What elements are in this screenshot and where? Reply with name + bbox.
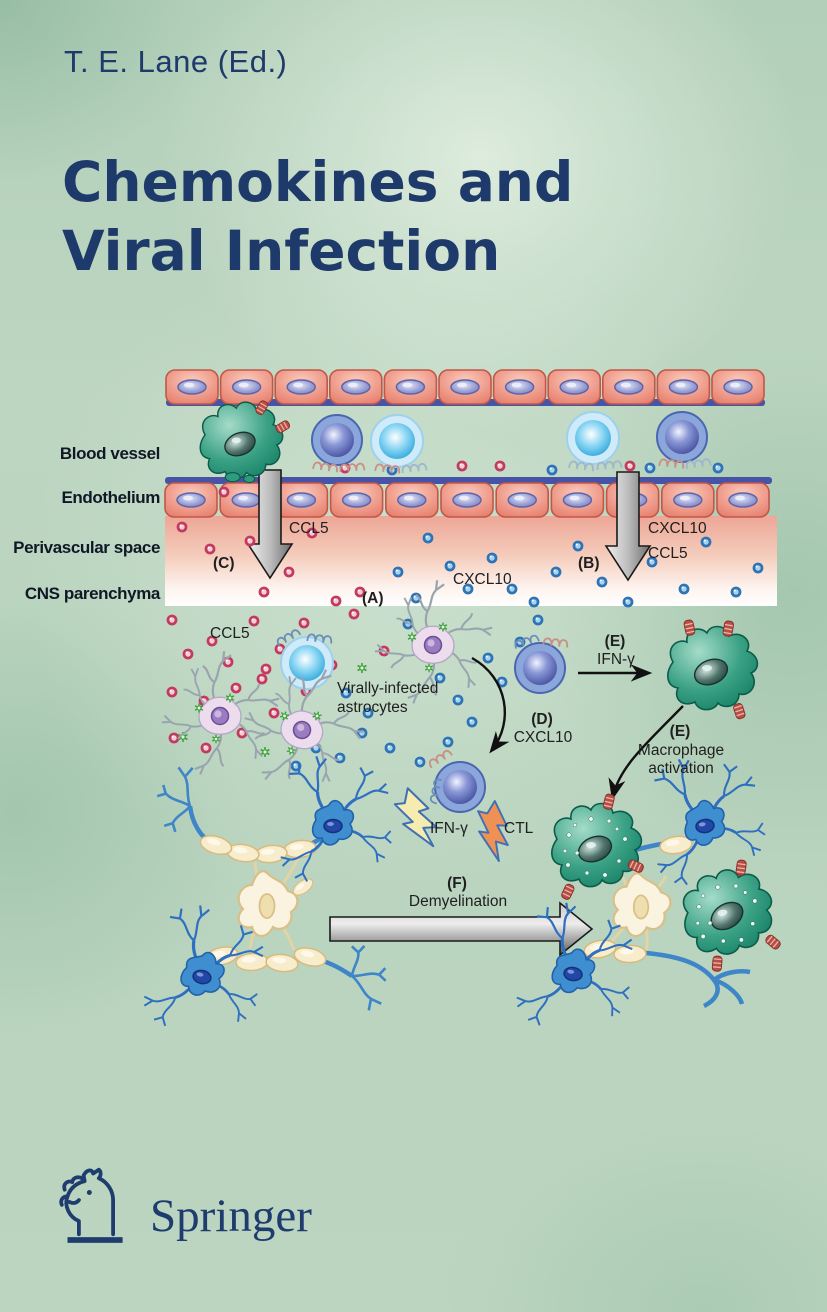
- demyelinated-scene: [508, 740, 783, 1039]
- label-ifn-gamma-bolt: IFN-γ: [430, 820, 468, 837]
- label-cxcl10-parenchyma: CXCL10: [453, 571, 512, 588]
- label-ccl5-arrow-b: CCL5: [648, 545, 688, 562]
- publisher-name: Springer: [150, 1190, 312, 1242]
- t-cell-dark-lumen: [311, 414, 363, 466]
- t-cell-light-lumen: [566, 411, 620, 465]
- title-line2: Viral Infection: [62, 218, 501, 283]
- label-demyelination: Demyelination: [409, 893, 507, 910]
- ifn-gamma-bolt-icon: [391, 783, 442, 854]
- label-endothelium: Endothelium: [61, 488, 160, 507]
- label-blood-vessel: Blood vessel: [60, 444, 160, 463]
- t-cell-cxcr3: [513, 633, 569, 694]
- label-step-a: (A): [362, 590, 384, 607]
- blood-vessel-upper-wall: [165, 369, 765, 406]
- activated-macrophage: [667, 618, 759, 721]
- label-step-d: (D): [531, 711, 553, 728]
- macrophage-rolling: [199, 399, 292, 484]
- title-line1: Chemokines and: [62, 150, 574, 214]
- label-ccl5-parenchyma: CCL5: [210, 625, 250, 642]
- label-perivascular-space: Perivascular space: [13, 538, 160, 557]
- label-step-e2: (E): [670, 723, 691, 740]
- t-cell-light-lumen: [370, 414, 424, 468]
- foamy-macrophage: [675, 858, 783, 973]
- label-cns-parenchyma: CNS parenchyma: [25, 584, 161, 603]
- oligodendrocyte: [237, 869, 299, 938]
- arrow-e-macrophage-activation: [608, 705, 684, 801]
- label-cxcl10-d: CXCL10: [514, 729, 573, 746]
- label-macrophage: Macrophage: [638, 742, 724, 759]
- label-ctl: CTL: [504, 820, 534, 837]
- label-step-e: (E): [605, 633, 626, 650]
- arrow-f-demyelination: [329, 901, 594, 957]
- label-astrocytes: astrocytes: [337, 699, 408, 716]
- endothelium-row: [164, 477, 772, 518]
- label-ifn-gamma-top: IFN-γ: [597, 651, 635, 668]
- label-cxcl10-arrow-b: CXCL10: [648, 520, 707, 537]
- label-virally-infected: Virally-infected: [337, 680, 438, 697]
- label-step-f: (F): [447, 875, 467, 892]
- publisher-block: Springer: [58, 1156, 312, 1248]
- label-ccl5-arrow-c: CCL5: [289, 520, 329, 537]
- author-line: T. E. Lane (Ed.): [64, 44, 288, 79]
- label-step-b: (B): [578, 555, 600, 572]
- t-cell-light-parenchyma: [275, 627, 334, 690]
- t-cell-dark-lumen: [656, 411, 708, 463]
- bare-demyelinated-axon: [645, 950, 751, 1009]
- arrow-d-cxcl10: [471, 656, 510, 754]
- recruited-t-cell: [427, 748, 486, 813]
- pathway-arrows: [471, 656, 684, 801]
- label-activation: activation: [648, 760, 713, 777]
- healthy-myelin-scene: [134, 748, 399, 1046]
- label-step-c: (C): [213, 555, 235, 572]
- springer-horse-icon: [59, 1167, 123, 1243]
